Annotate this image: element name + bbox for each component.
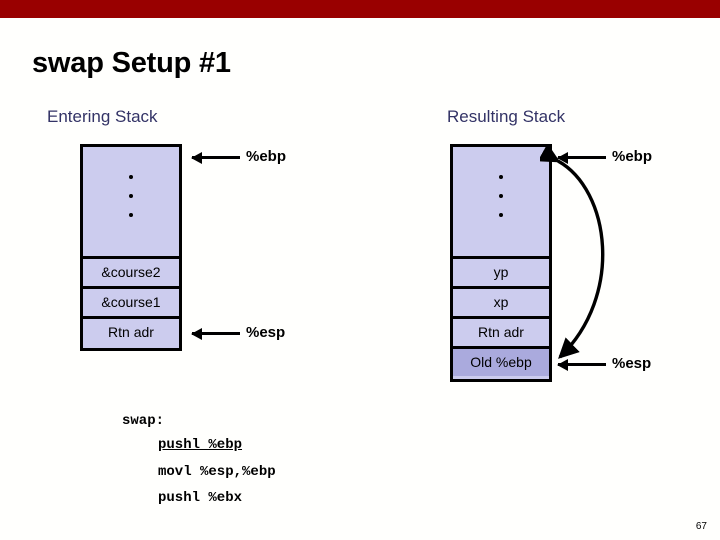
code-line-pushl-ebx: pushl %ebx <box>158 490 243 506</box>
resulting-stack-ellipsis <box>453 175 549 232</box>
dot-icon <box>499 175 503 179</box>
entering-ebp-arrow-icon <box>191 151 240 164</box>
dot-icon <box>129 194 133 198</box>
saved-ebp-curved-arrow-icon <box>540 145 605 359</box>
entering-stack-ellipsis <box>83 175 179 232</box>
code-line-movl-esp-ebp: movl %esp,%ebp <box>158 464 276 480</box>
dot-icon <box>499 194 503 198</box>
code-line-label: swap: <box>122 413 165 429</box>
resulting-stack-diagram: yp xp Rtn adr Old %ebp <box>450 144 552 382</box>
code-line-pushl-ebp: pushl %ebp <box>158 437 243 453</box>
dot-icon <box>129 175 133 179</box>
stack-cell-old-ebp: Old %ebp <box>453 346 549 376</box>
stack-cell-yp: yp <box>453 256 549 286</box>
resulting-esp-arrow-icon <box>557 358 606 371</box>
resulting-ebp-arrow-icon <box>557 151 606 164</box>
entering-stack-heading: Entering Stack <box>47 107 158 126</box>
stack-cell-xp: xp <box>453 286 549 316</box>
dot-icon <box>129 213 133 217</box>
entering-stack-diagram: &course2 &course1 Rtn adr <box>80 144 182 351</box>
resulting-stack-heading: Resulting Stack <box>447 107 566 126</box>
entering-esp-label: %esp <box>246 324 286 341</box>
resulting-ebp-label: %ebp <box>612 148 653 165</box>
resulting-esp-label: %esp <box>612 355 652 372</box>
top-banner <box>0 0 720 18</box>
entering-ebp-label: %ebp <box>246 148 287 165</box>
page-number: 67 <box>695 521 707 532</box>
page-title: swap Setup #1 <box>32 47 231 79</box>
stack-cell-course1: &course1 <box>83 286 179 316</box>
stack-cell-course2: &course2 <box>83 256 179 286</box>
stack-cell-rtn-adr: Rtn adr <box>83 316 179 346</box>
entering-esp-arrow-icon <box>191 327 240 340</box>
dot-icon <box>499 213 503 217</box>
stack-cell-rtn-adr: Rtn adr <box>453 316 549 346</box>
